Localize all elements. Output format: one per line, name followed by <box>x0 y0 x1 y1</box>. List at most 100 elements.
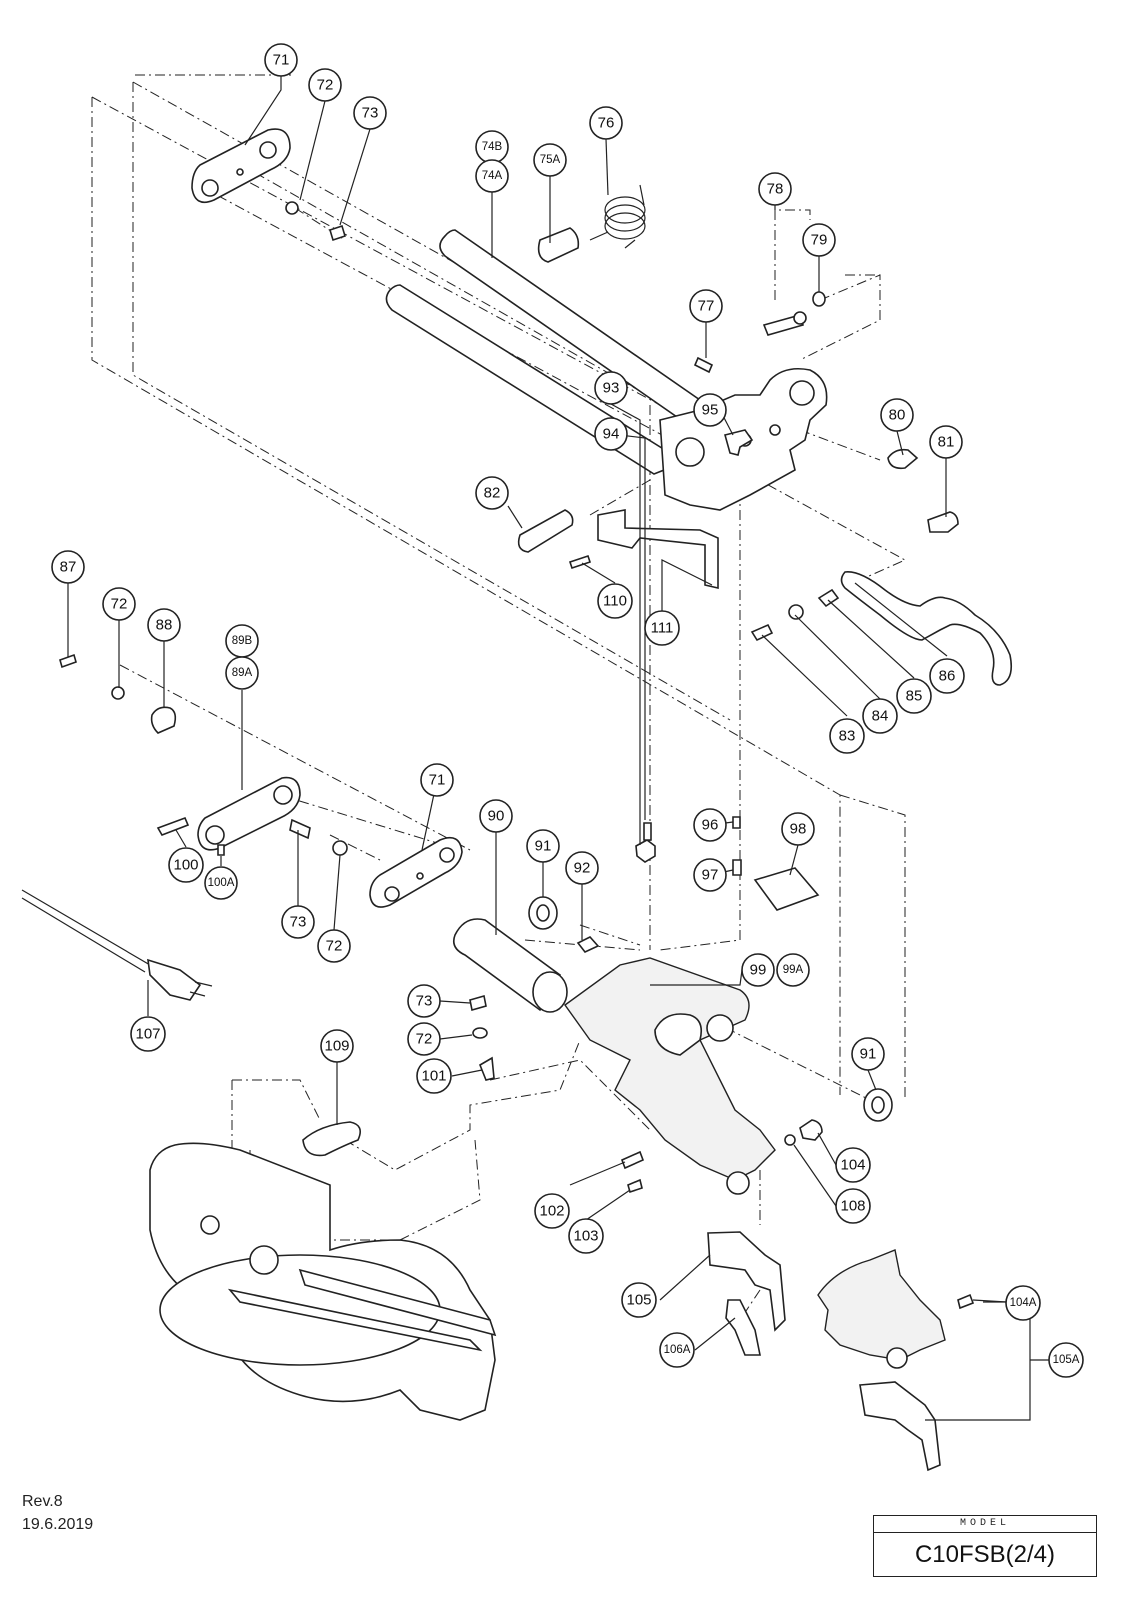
svg-text:85: 85 <box>906 688 923 705</box>
callout-88: 88 <box>147 608 181 642</box>
svg-text:108: 108 <box>840 1198 865 1215</box>
shaft-82 <box>517 509 574 553</box>
bolt-73-mid <box>289 818 311 840</box>
callout-74B: 74B <box>475 130 509 164</box>
svg-text:84: 84 <box>872 708 889 725</box>
svg-text:73: 73 <box>416 993 433 1010</box>
svg-text:87: 87 <box>60 559 77 576</box>
screw-100A <box>217 844 225 856</box>
pin-100 <box>156 816 190 836</box>
screw-87 <box>59 653 77 669</box>
lever-105 <box>707 1231 786 1332</box>
svg-text:72: 72 <box>317 77 334 94</box>
svg-text:71: 71 <box>429 772 446 789</box>
svg-text:78: 78 <box>767 181 784 198</box>
callout-94: 94 <box>594 417 628 451</box>
svg-text:72: 72 <box>326 938 343 955</box>
callout-90: 90 <box>479 799 513 833</box>
svg-text:104: 104 <box>840 1157 865 1174</box>
washer-72-left <box>111 686 125 700</box>
callout-101: 101 <box>416 1058 452 1094</box>
callout-86: 86 <box>929 658 965 694</box>
callout-72-b: 72 <box>102 587 136 621</box>
bolt-81 <box>927 511 959 533</box>
svg-text:106A: 106A <box>664 1344 691 1356</box>
svg-text:75A: 75A <box>540 154 561 166</box>
label-98 <box>753 867 820 911</box>
lever-106A <box>725 1299 761 1356</box>
svg-text:82: 82 <box>484 485 501 502</box>
svg-text:93: 93 <box>603 380 620 397</box>
collar-85 <box>817 588 840 608</box>
callout-99: 99 <box>741 953 775 987</box>
svg-text:72: 72 <box>416 1031 433 1048</box>
svg-text:77: 77 <box>698 298 715 315</box>
washer-84 <box>788 604 804 620</box>
revision-date: 19.6.2019 <box>22 1516 94 1533</box>
svg-text:72: 72 <box>111 596 128 613</box>
callout-96: 96 <box>693 808 727 842</box>
callout-91-a: 91 <box>526 829 560 863</box>
screw-94 <box>643 822 652 841</box>
callout-102: 102 <box>534 1193 570 1229</box>
bolt-73-top <box>329 224 346 242</box>
svg-text:74B: 74B <box>482 141 503 153</box>
callout-103: 103 <box>568 1218 604 1254</box>
svg-text:94: 94 <box>603 426 620 443</box>
svg-text:110: 110 <box>603 593 627 610</box>
callout-76: 76 <box>589 106 623 140</box>
callout-107: 107 <box>130 1016 166 1052</box>
svg-text:91: 91 <box>535 838 552 855</box>
callout-108: 108 <box>835 1188 871 1224</box>
nut-93 <box>635 839 656 863</box>
model-caption: MODEL <box>874 1516 1096 1533</box>
callout-85: 85 <box>896 678 932 714</box>
bracket-99 <box>564 957 776 1181</box>
svg-text:88: 88 <box>156 617 173 634</box>
model-name: C10FSB(2/4) <box>914 1541 1056 1568</box>
svg-text:79: 79 <box>811 232 828 249</box>
pin-101 <box>479 1056 495 1081</box>
callout-93: 93 <box>594 371 628 405</box>
svg-text:76: 76 <box>598 115 615 132</box>
svg-text:103: 103 <box>573 1228 598 1245</box>
screw-110 <box>568 554 592 570</box>
callout-104A: 104A <box>1005 1285 1041 1321</box>
bracket-alt <box>817 1249 946 1361</box>
svg-text:95: 95 <box>702 402 719 419</box>
svg-text:111: 111 <box>651 620 674 637</box>
svg-text:83: 83 <box>839 728 856 745</box>
callout-105: 105 <box>621 1282 657 1318</box>
callout-99A: 99A <box>776 953 810 987</box>
svg-text:99A: 99A <box>783 964 804 976</box>
plate-92 <box>576 936 600 953</box>
callout-72-d: 72 <box>407 1022 441 1056</box>
svg-text:97: 97 <box>702 867 719 884</box>
svg-text:90: 90 <box>488 808 505 825</box>
callout-73-c: 73 <box>407 984 441 1018</box>
callout-81: 81 <box>929 425 963 459</box>
revision-label: Rev.8 <box>22 1493 63 1510</box>
model-box: MODEL C10FSB(2/4) <box>873 1515 1097 1577</box>
part-shapes <box>21 128 1050 1472</box>
svg-text:96: 96 <box>702 817 719 834</box>
bolt-102 <box>620 1150 645 1170</box>
svg-text:100A: 100A <box>208 877 235 889</box>
callout-80: 80 <box>880 398 914 432</box>
clamp-88 <box>150 706 177 734</box>
svg-text:100: 100 <box>173 857 198 874</box>
lever-105A <box>859 1381 941 1472</box>
callout-92: 92 <box>565 851 599 885</box>
callout-77: 77 <box>689 289 723 323</box>
svg-text:107: 107 <box>135 1026 160 1043</box>
svg-text:71: 71 <box>273 52 290 69</box>
callout-71: 71 <box>264 43 298 77</box>
svg-text:102: 102 <box>539 1203 564 1220</box>
knob-95 <box>724 429 754 456</box>
callout-82: 82 <box>475 476 509 510</box>
svg-text:86: 86 <box>939 668 956 685</box>
callout-106A: 106A <box>659 1332 695 1368</box>
callout-89B: 89B <box>225 624 259 658</box>
callout-87: 87 <box>51 550 85 584</box>
callout-78: 78 <box>758 172 792 206</box>
